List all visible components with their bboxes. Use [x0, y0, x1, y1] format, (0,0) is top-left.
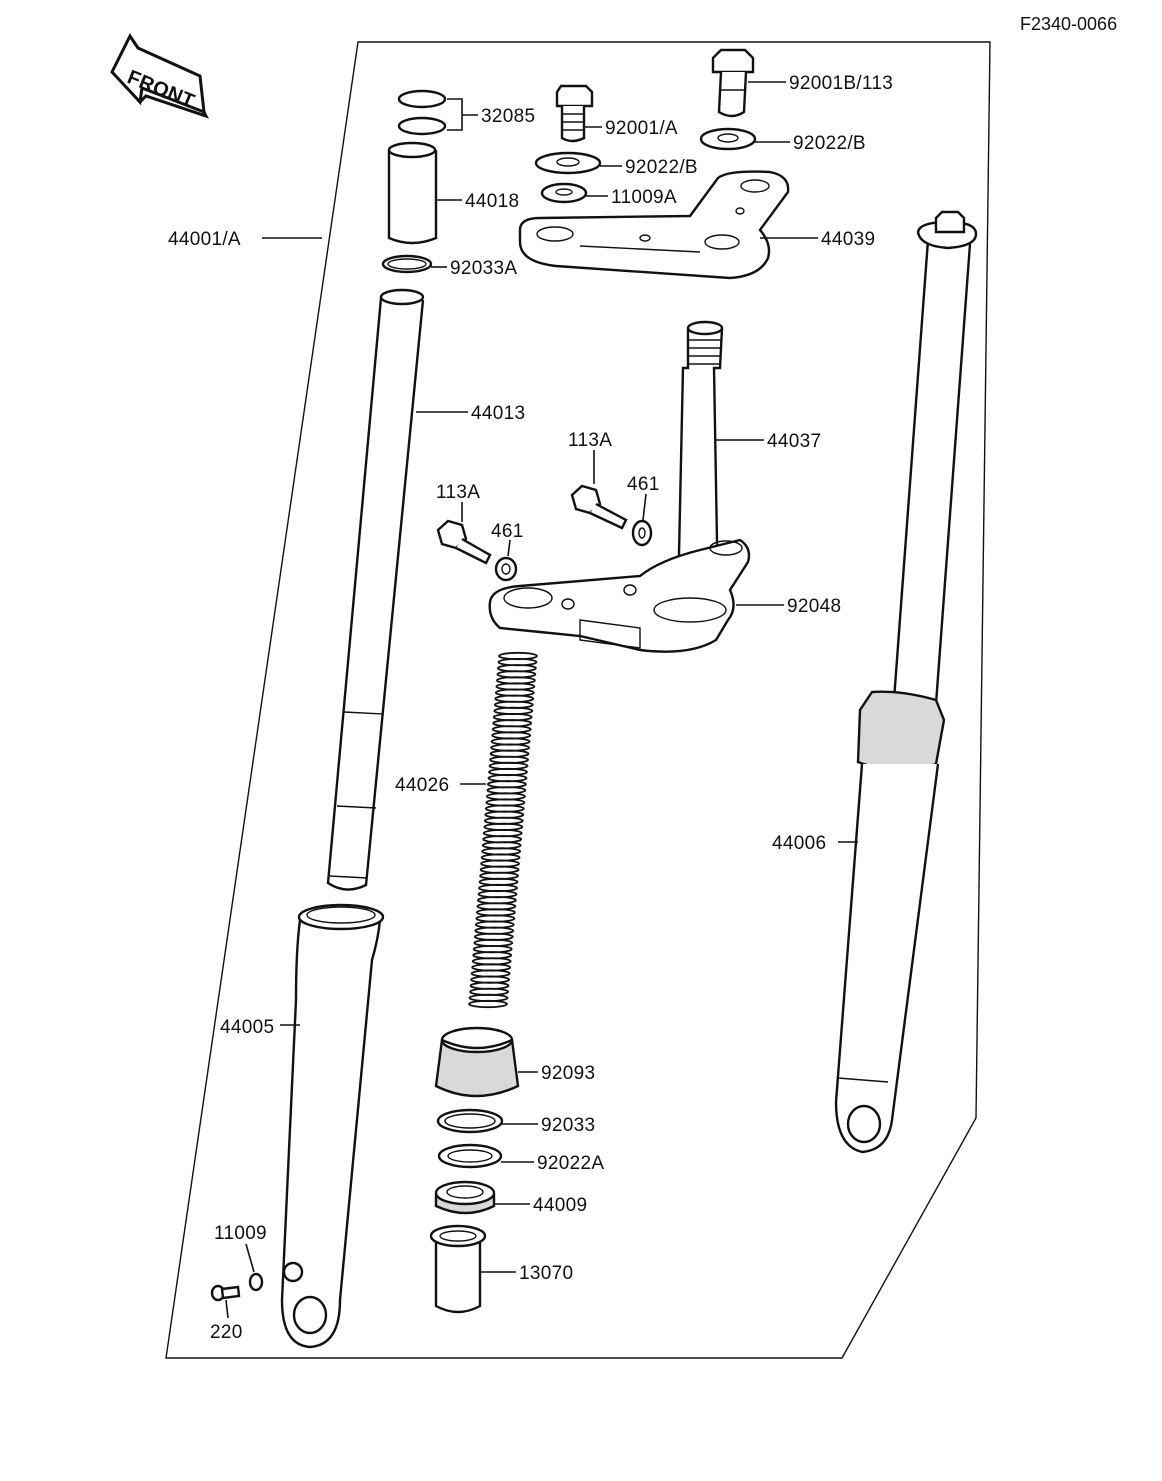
outer-tube-44005 [280, 903, 385, 1349]
label-13070: 13070 [519, 1263, 573, 1284]
label-92001b: 92001B/113 [789, 73, 893, 94]
label-44037: 44037 [767, 431, 821, 452]
bolt-113a-left [436, 519, 492, 565]
label-44039: 44039 [821, 229, 875, 250]
label-461-left: 461 [491, 521, 524, 542]
fork-assembly-44006 [834, 210, 978, 1154]
label-92033a: 92033A [450, 258, 517, 279]
label-220: 220 [210, 1322, 243, 1343]
washer-92022a [437, 1143, 503, 1169]
label-44001a: 44001/A [168, 229, 241, 250]
bracket-44039 [518, 170, 790, 280]
collar-44018 [387, 141, 438, 245]
label-92022b-right: 92022/B [793, 133, 866, 154]
label-92022a: 92022A [537, 1153, 604, 1174]
screw-220 [210, 1284, 241, 1302]
label-44013: 44013 [471, 403, 525, 424]
bushing-13070 [429, 1224, 487, 1314]
lower-bracket-92048 [488, 538, 751, 653]
label-44006: 44006 [772, 833, 826, 854]
label-44009: 44009 [533, 1195, 587, 1216]
diagram-code: F2340-0066 [1020, 14, 1117, 34]
label-113a-left: 113A [436, 482, 480, 503]
label-44026: 44026 [395, 775, 449, 796]
panel-outline [165, 41, 991, 1359]
front-arrow: FRONT [110, 33, 209, 119]
label-11009a: 11009A [611, 187, 677, 208]
label-92048: 92048 [787, 596, 841, 617]
label-92022b-mid: 92022/B [625, 157, 698, 178]
oring-upper [397, 89, 447, 109]
spring-44026 [468, 651, 538, 1009]
label-113a-right: 113A [568, 430, 612, 451]
washer-461-right [631, 519, 653, 547]
oring-lower [397, 116, 447, 136]
label-32085: 32085 [481, 106, 535, 127]
inner-tube-44013 [326, 288, 425, 891]
bolt-113a-right [570, 484, 628, 530]
washer-461-left [494, 556, 518, 582]
nut-44009 [434, 1180, 496, 1215]
bolt-92001b [711, 48, 755, 118]
washer-11009a [540, 182, 588, 204]
bolt-92001a [555, 84, 594, 143]
label-461-right: 461 [627, 474, 660, 495]
washer-11009 [248, 1272, 264, 1292]
washer-92022b-right [699, 127, 757, 151]
label-11009: 11009 [214, 1223, 267, 1244]
label-92001a: 92001/A [605, 118, 678, 139]
cone-92093 [434, 1026, 520, 1098]
label-44018: 44018 [465, 191, 519, 212]
label-92093: 92093 [541, 1063, 595, 1084]
label-92033: 92033 [541, 1115, 595, 1136]
label-44005: 44005 [220, 1017, 274, 1038]
washer-92022b-mid [534, 151, 602, 175]
